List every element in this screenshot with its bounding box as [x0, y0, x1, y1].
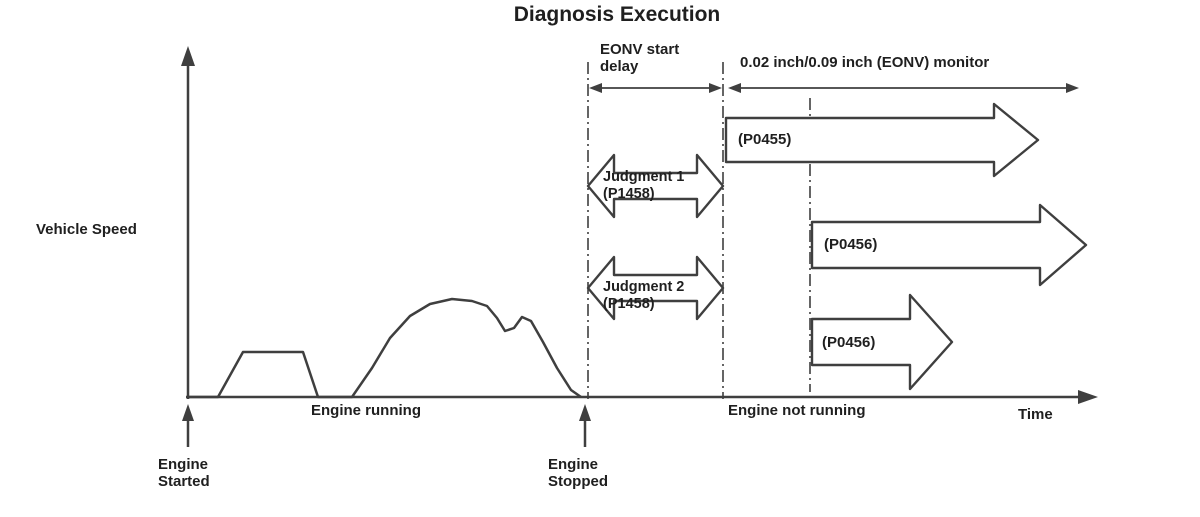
- engine-not-running-label: Engine not running: [728, 402, 866, 419]
- engine-running-label: Engine running: [311, 402, 421, 419]
- judgment2-label: Judgment 2 (P1458): [603, 279, 685, 312]
- p0456-short-block-arrow: [810, 293, 954, 391]
- judgment1-label: Judgment 1 (P1458): [603, 169, 685, 202]
- monitor-left-arrowhead-icon: [728, 83, 741, 93]
- p0455-label: (P0455): [738, 131, 792, 148]
- p0456-long-label: (P0456): [824, 236, 878, 253]
- engine-stopped-arrowhead-icon: [579, 404, 591, 421]
- y-axis-arrowhead-icon: [181, 46, 195, 66]
- vehicle-speed-curve: [188, 297, 582, 399]
- engine-stopped-label: Engine Stopped: [548, 456, 608, 490]
- engine-started-label: Engine Started: [158, 456, 210, 490]
- x-axis-label: Time: [1018, 406, 1053, 423]
- monitor-span-label: 0.02 inch/0.09 inch (EONV) monitor: [740, 54, 990, 71]
- engine-started-arrowhead-icon: [182, 404, 194, 421]
- p0455-block-arrow: [724, 102, 1040, 178]
- p0456-long-block-arrow: [810, 203, 1088, 287]
- eonv-start-delay-label: EONV start delay: [600, 41, 680, 75]
- judgment1-block-arrow: [586, 153, 725, 219]
- eonv-delay-right-arrowhead-icon: [709, 83, 722, 93]
- monitor-right-arrowhead-icon: [1066, 83, 1079, 93]
- p0456-short-label: (P0456): [822, 334, 876, 351]
- y-axis-label: Vehicle Speed: [36, 221, 137, 238]
- x-axis-arrowhead-icon: [1078, 390, 1098, 404]
- eonv-delay-left-arrowhead-icon: [589, 83, 602, 93]
- diagram-title: Diagnosis Execution: [513, 3, 721, 26]
- judgment2-block-arrow: [586, 255, 725, 321]
